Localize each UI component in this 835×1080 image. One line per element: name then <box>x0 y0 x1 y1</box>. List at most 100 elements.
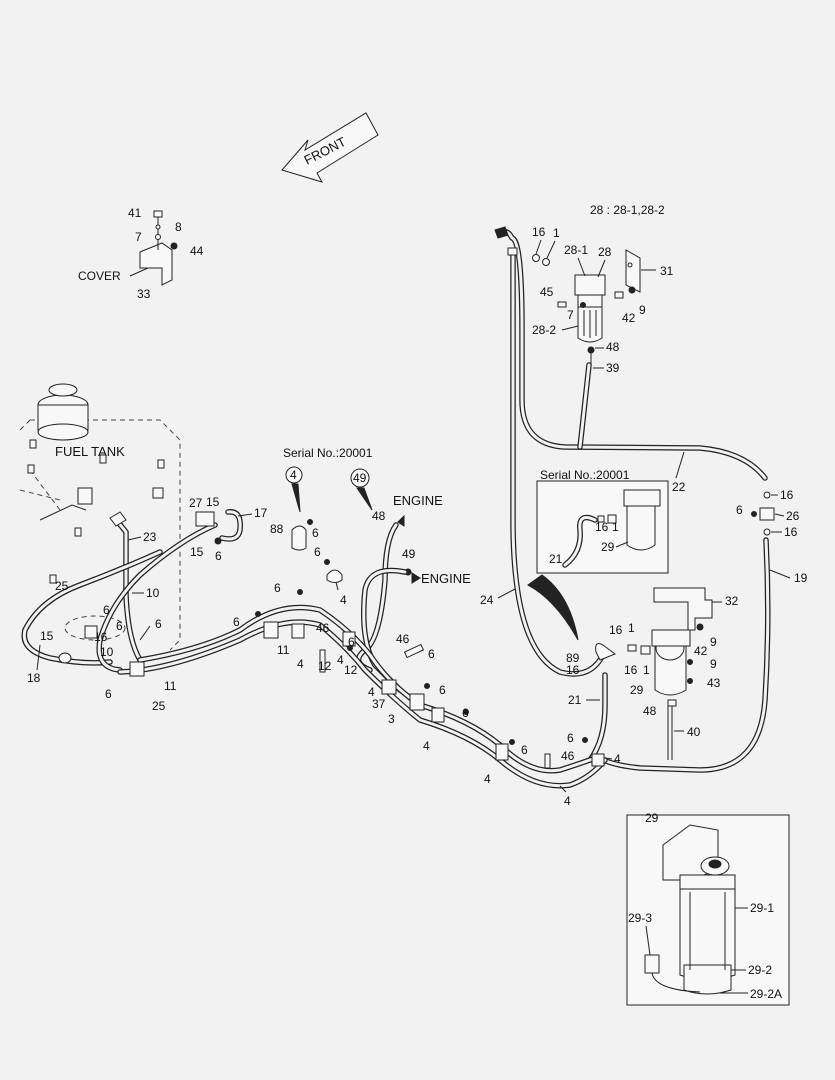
label-40: 40 <box>687 725 701 739</box>
label-6j: 6 <box>233 615 240 629</box>
label-6m: 6 <box>439 683 446 697</box>
label-1c: 1 <box>628 621 635 635</box>
label-29-2: 29-2 <box>748 963 772 977</box>
label-12b: 12 <box>344 663 358 677</box>
label-6n: 6 <box>462 706 469 720</box>
label-6b: 6 <box>215 549 222 563</box>
label-4f: 4 <box>484 772 491 786</box>
detail-29-label: 29 <box>645 811 659 825</box>
callout-49: 49 <box>353 471 367 485</box>
callout-bubble-49 <box>350 468 373 511</box>
upper-filter-assembly <box>532 249 641 354</box>
label-4d: 4 <box>368 685 375 699</box>
label-48: 48 <box>606 340 620 354</box>
label-16c: 16 <box>784 525 798 539</box>
label-4g: 4 <box>614 752 621 766</box>
label-42: 42 <box>622 311 636 325</box>
label-6g: 6 <box>155 617 162 631</box>
label-16: 16 <box>532 225 546 239</box>
label-46c: 46 <box>561 749 575 763</box>
engine-label-1: ENGINE <box>393 493 443 508</box>
label-9b: 9 <box>710 635 717 649</box>
label-7: 7 <box>135 230 142 244</box>
label-3: 3 <box>388 712 395 726</box>
serial-top-label: Serial No.:20001 <box>283 446 373 460</box>
label-43: 43 <box>707 676 721 690</box>
label-24: 24 <box>480 593 494 607</box>
label-12a: 12 <box>318 659 332 673</box>
label-7b: 7 <box>567 308 574 322</box>
label-11: 11 <box>164 679 177 693</box>
label-11b: 11 <box>277 643 290 657</box>
label-6p: 6 <box>567 731 574 745</box>
label-6e: 6 <box>103 603 110 617</box>
label-49: 49 <box>402 547 416 561</box>
label-42b: 42 <box>694 644 708 658</box>
label-88: 88 <box>270 522 284 536</box>
serial-box-label: Serial No.:20001 <box>540 468 630 482</box>
label-39: 39 <box>606 361 620 375</box>
label-32: 32 <box>725 594 739 608</box>
front-arrow: FRONT <box>281 112 379 183</box>
lower-filter-assembly <box>587 587 713 763</box>
hose-39 <box>577 362 592 450</box>
cover-label: COVER <box>78 269 121 283</box>
label-31: 31 <box>660 264 674 278</box>
cover-bracket <box>139 210 178 286</box>
label-4b: 4 <box>297 657 304 671</box>
label-1d: 1 <box>643 663 650 677</box>
label-28: 28 <box>598 245 612 259</box>
label-21b: 21 <box>568 693 582 707</box>
label-41: 41 <box>128 206 142 220</box>
label-9c: 9 <box>710 657 717 671</box>
label-6h: 6 <box>105 687 112 701</box>
label-29-1: 29-1 <box>750 901 774 915</box>
label-6i: 6 <box>274 581 281 595</box>
label-15b: 15 <box>190 545 204 559</box>
label-4h: 4 <box>564 794 571 808</box>
label-10: 10 <box>146 586 160 600</box>
callout-bubble-4 <box>285 466 303 513</box>
legend-28: 28 : 28-1,28-2 <box>590 203 665 217</box>
label-16d: 16 <box>595 520 609 534</box>
label-16f: 16 <box>566 663 580 677</box>
hose-24 <box>510 249 606 677</box>
label-29: 29 <box>601 540 615 554</box>
label-4e: 4 <box>423 739 430 753</box>
label-6f: 6 <box>116 619 123 633</box>
fuel-tank <box>19 383 181 651</box>
label-6d: 6 <box>314 545 321 559</box>
label-10b: 10 <box>100 645 114 659</box>
label-9: 9 <box>639 303 646 317</box>
clamp-88 <box>291 519 313 551</box>
engine-label-2: ENGINE <box>421 571 471 586</box>
label-27: 27 <box>189 496 203 510</box>
label-6c: 6 <box>312 526 319 540</box>
label-16e: 16 <box>609 623 623 637</box>
label-1: 1 <box>553 226 560 240</box>
hose-22 <box>499 228 768 481</box>
label-1b: 1 <box>612 520 619 534</box>
label-44: 44 <box>190 244 204 258</box>
fuel-tank-label: FUEL TANK <box>55 444 125 459</box>
label-4a: 4 <box>340 593 347 607</box>
label-18: 18 <box>27 671 41 685</box>
label-46a: 46 <box>316 621 330 635</box>
hose-19 <box>595 537 771 773</box>
label-28-1: 28-1 <box>564 243 588 257</box>
label-15c: 15 <box>40 629 54 643</box>
label-6o: 6 <box>521 743 528 757</box>
label-46b: 46 <box>396 632 410 646</box>
label-48b: 48 <box>643 704 657 718</box>
label-26: 26 <box>786 509 800 523</box>
label-4c: 4 <box>337 653 344 667</box>
label-28-2: 28-2 <box>532 323 556 337</box>
label-45: 45 <box>540 285 554 299</box>
label-22: 22 <box>672 480 686 494</box>
label-23: 23 <box>143 530 157 544</box>
label-6l: 6 <box>428 647 435 661</box>
label-29-3: 29-3 <box>628 911 652 925</box>
label-21: 21 <box>549 552 563 566</box>
detail-box-29 <box>626 814 790 1006</box>
